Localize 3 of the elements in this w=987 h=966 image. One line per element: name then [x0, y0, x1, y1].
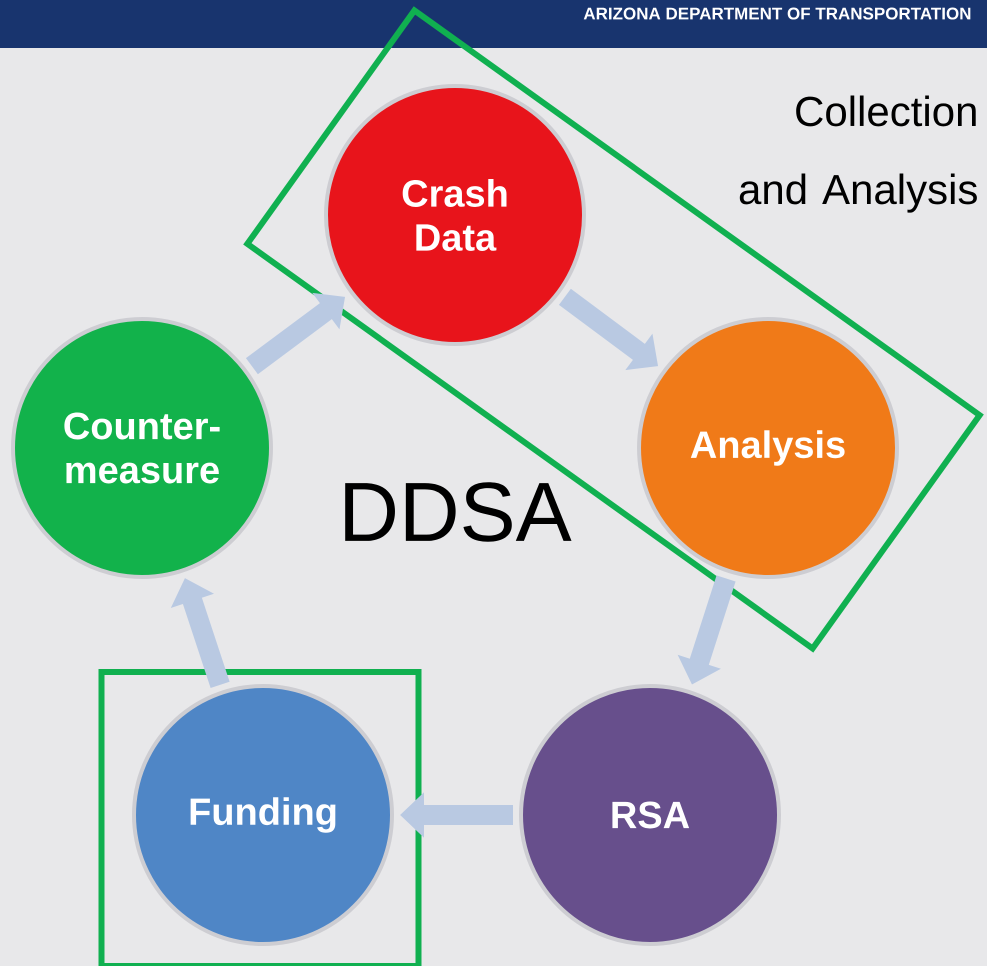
group-frame [98, 669, 422, 966]
title-text: DDSA [345, 482, 572, 542]
header-text: ARIZONA DEPARTMENT OF TRANSPORTATION [584, 8, 970, 20]
